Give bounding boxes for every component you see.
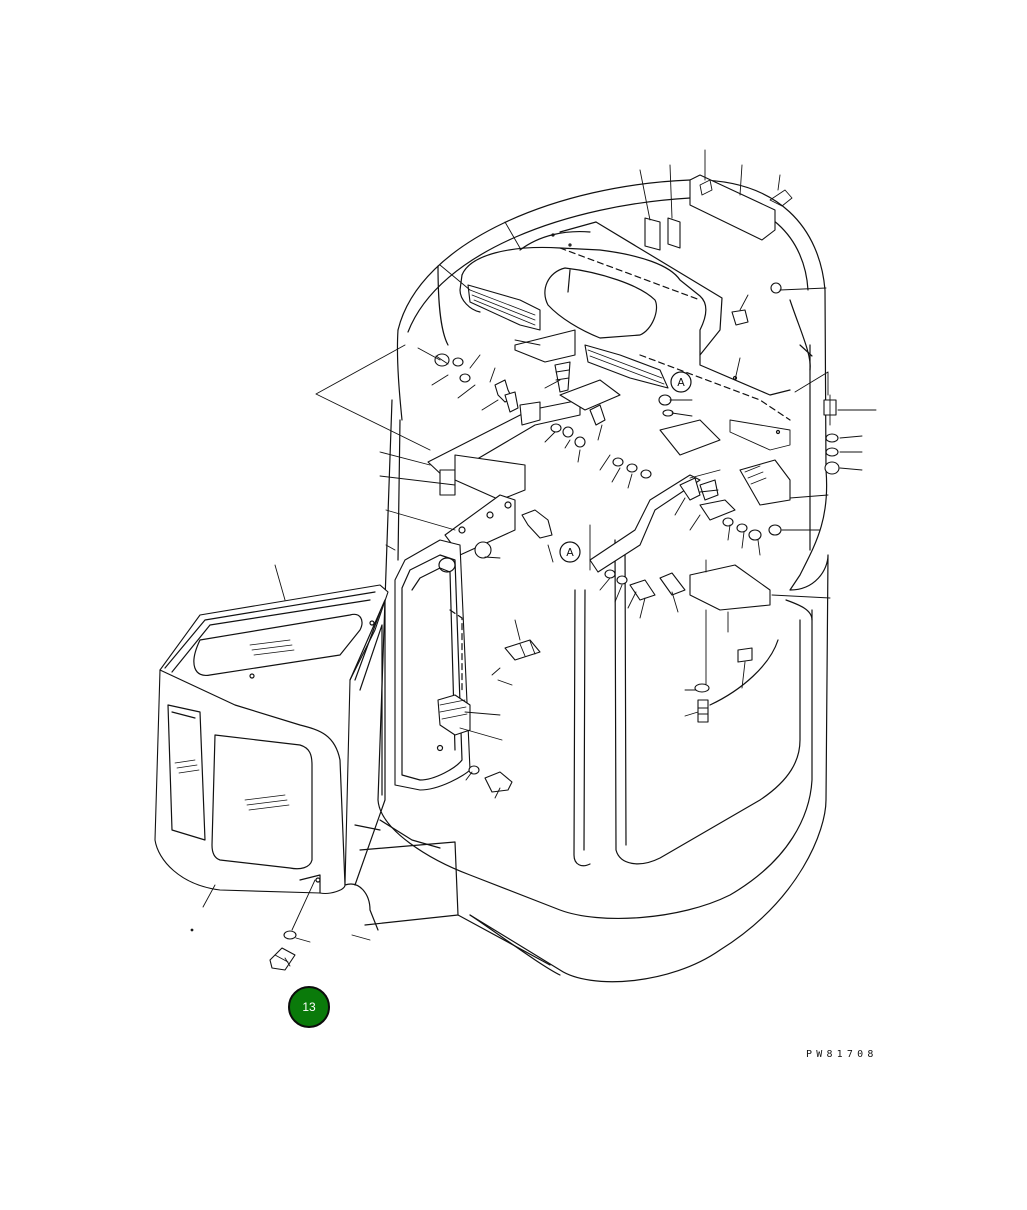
mounting-bracket-center: [514, 329, 621, 426]
washer-8: [468, 765, 480, 775]
bolt-long: [504, 639, 541, 661]
washer-13: [604, 569, 616, 579]
hardware-items: [269, 282, 840, 971]
washer-7: [662, 409, 674, 417]
washer-16: [283, 930, 297, 940]
front-rail-right: [584, 344, 669, 389]
washer-1: [452, 357, 464, 367]
washer-3: [550, 423, 562, 433]
washer-11: [722, 517, 734, 527]
washer-6: [640, 469, 652, 479]
bolt-2: [504, 391, 519, 413]
grommet: [474, 541, 492, 559]
washer-15: [694, 683, 710, 693]
callout-a-top-label: A: [677, 376, 685, 389]
detail-dots: [190, 233, 781, 932]
item-number-badge[interactable]: 13: [288, 986, 330, 1028]
washer-14: [616, 575, 628, 585]
nut-7: [768, 524, 782, 536]
rear-cover-box: [154, 584, 389, 931]
screw-1: [731, 309, 749, 326]
washer-10: [825, 447, 839, 457]
bolt-5: [484, 771, 513, 793]
bolt-4: [521, 509, 553, 539]
stud-1: [823, 394, 837, 426]
mounting-bracket-left: [427, 399, 581, 556]
nut-4: [658, 394, 672, 406]
clip-1: [770, 282, 782, 294]
bolt-center: [554, 361, 571, 393]
nut-2: [562, 426, 574, 438]
cap-1: [737, 647, 753, 663]
callout-a-bottom-label: A: [566, 546, 574, 559]
mounting-bracket-right: [589, 419, 791, 611]
callout-a-bottom: A: [559, 541, 581, 563]
front-rail-left: [467, 284, 541, 331]
bolt-6: [679, 477, 701, 501]
washer-2: [459, 373, 471, 383]
pillar-strip: [644, 217, 681, 251]
drawing-code: PW81708: [806, 1049, 878, 1060]
rear-bracket-top: [689, 174, 793, 241]
washer-12: [736, 523, 748, 533]
side-door-frame: [394, 539, 471, 791]
washer-5: [626, 463, 638, 473]
bolt-10: [697, 699, 709, 723]
washer-4: [612, 457, 624, 467]
nut-1: [434, 353, 450, 367]
bolt-3: [589, 404, 606, 426]
nut-6: [748, 529, 762, 541]
leader-lines: [202, 149, 877, 967]
roof-panel: [559, 247, 791, 451]
item-number-label: 13: [302, 1000, 316, 1014]
bolt-11: [269, 947, 296, 971]
nut-5: [824, 461, 840, 475]
bolt-8: [629, 579, 656, 601]
nut-3: [574, 436, 586, 448]
bolt-9: [659, 572, 686, 596]
bolt-7: [699, 479, 719, 501]
washer-9: [825, 433, 839, 443]
callout-a-top: A: [670, 371, 692, 393]
